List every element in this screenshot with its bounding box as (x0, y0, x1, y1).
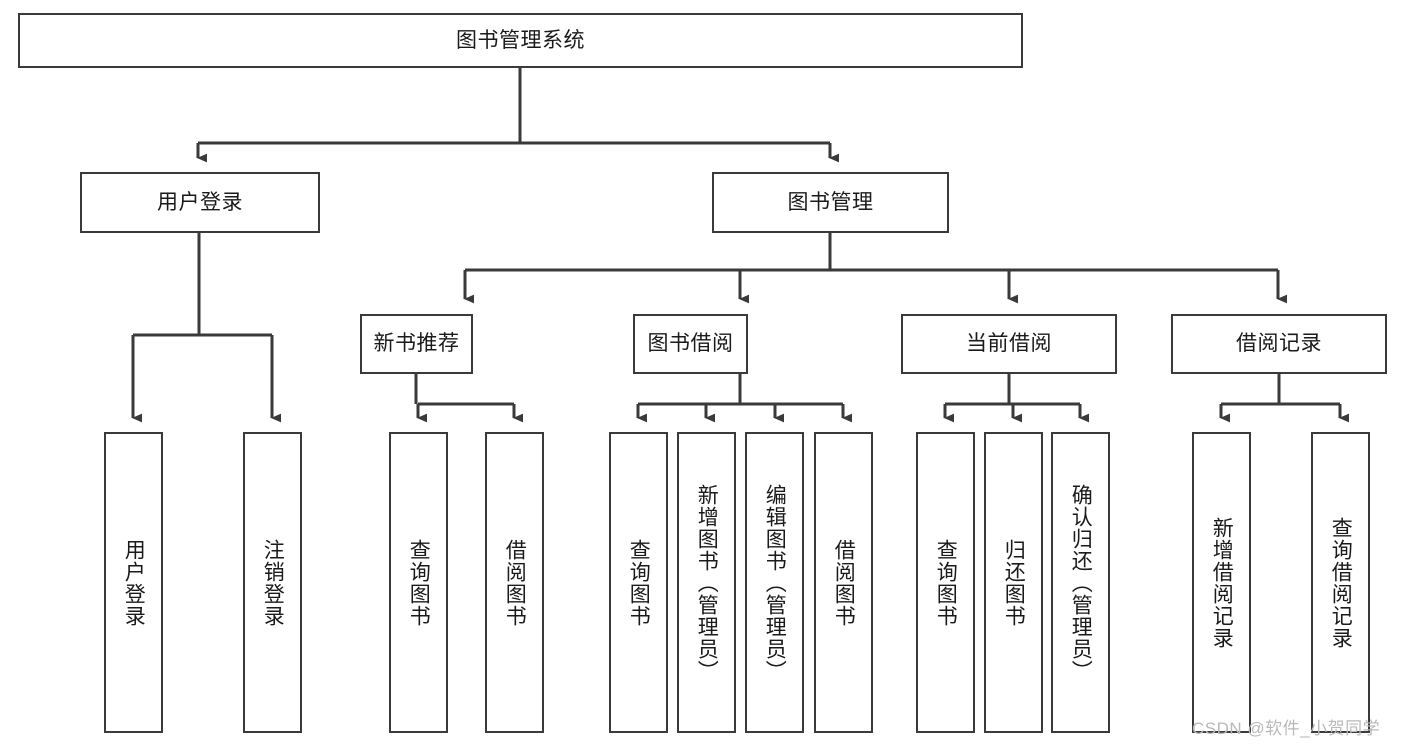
node-borrow-record[interactable]: 借阅记录 (1171, 314, 1387, 374)
edge-currentborrow-to-leaves (943, 374, 1089, 423)
node-new-book-recommend[interactable]: 新书推荐 (360, 314, 473, 374)
edge-userlogin-to-leaves (131, 233, 281, 423)
node-book-management[interactable]: 图书管理 (712, 172, 949, 233)
node-root-book-management-system[interactable]: 图书管理系统 (18, 13, 1023, 68)
node-current-borrow[interactable]: 当前借阅 (901, 314, 1117, 374)
leaf-user-login-logout[interactable]: 注销登录 (243, 432, 302, 733)
leaf-book-borrow-edit-book-admin[interactable]: 编辑图书（管理员） (745, 432, 804, 733)
node-label: 图书借阅 (647, 332, 734, 356)
leaf-borrow-record-add-record[interactable]: 新增借阅记录 (1192, 432, 1251, 733)
node-label: 用户登录 (122, 538, 146, 627)
edge-newbook-to-leaves (414, 374, 523, 423)
node-label: 查询图书 (407, 538, 431, 627)
node-label: 编辑图书（管理员） (763, 483, 787, 682)
node-label: 查询借阅记录 (1329, 516, 1353, 649)
node-label: 图书管理系统 (456, 28, 585, 52)
edge-bookmgmt-to-level3 (463, 233, 1287, 304)
edge-borrowrecord-to-leaves (1219, 374, 1349, 423)
leaf-current-borrow-return-book[interactable]: 归还图书 (984, 432, 1043, 733)
edge-root-to-level2 (196, 68, 839, 163)
node-label: 新增借阅记录 (1210, 516, 1234, 649)
leaf-new-book-borrow-book[interactable]: 借阅图书 (485, 432, 544, 733)
node-book-borrow[interactable]: 图书借阅 (633, 314, 748, 374)
node-label: 新书推荐 (373, 332, 460, 356)
node-label: 归还图书 (1002, 538, 1026, 627)
node-label: 借阅图书 (503, 538, 527, 627)
node-label: 注销登录 (261, 538, 285, 627)
node-label: 新增图书（管理员） (695, 483, 719, 682)
csdn-watermark: CSDN @软件_小贺同学 (1192, 719, 1381, 738)
leaf-user-login-login[interactable]: 用户登录 (104, 432, 163, 733)
leaf-book-borrow-borrow-book[interactable]: 借阅图书 (814, 432, 873, 733)
leaf-book-borrow-query-book[interactable]: 查询图书 (609, 432, 668, 733)
node-label: 借阅图书 (832, 538, 856, 627)
node-label: 确认归还（管理员） (1069, 483, 1093, 682)
node-label: 借阅记录 (1236, 332, 1322, 356)
node-label: 用户登录 (157, 190, 243, 214)
node-user-login[interactable]: 用户登录 (80, 172, 320, 233)
leaf-current-borrow-confirm-return-admin[interactable]: 确认归还（管理员） (1051, 432, 1110, 733)
leaf-borrow-record-query-record[interactable]: 查询借阅记录 (1311, 432, 1370, 733)
node-label: 当前借阅 (966, 332, 1052, 356)
node-label: 图书管理 (787, 190, 874, 214)
leaf-current-borrow-query-book[interactable]: 查询图书 (916, 432, 975, 733)
leaf-new-book-query-book[interactable]: 查询图书 (389, 432, 448, 733)
leaf-book-borrow-add-book-admin[interactable]: 新增图书（管理员） (677, 432, 736, 733)
node-label: 查询图书 (627, 538, 651, 627)
edge-bookborrow-to-leaves (636, 374, 852, 423)
node-label: 查询图书 (934, 538, 958, 627)
